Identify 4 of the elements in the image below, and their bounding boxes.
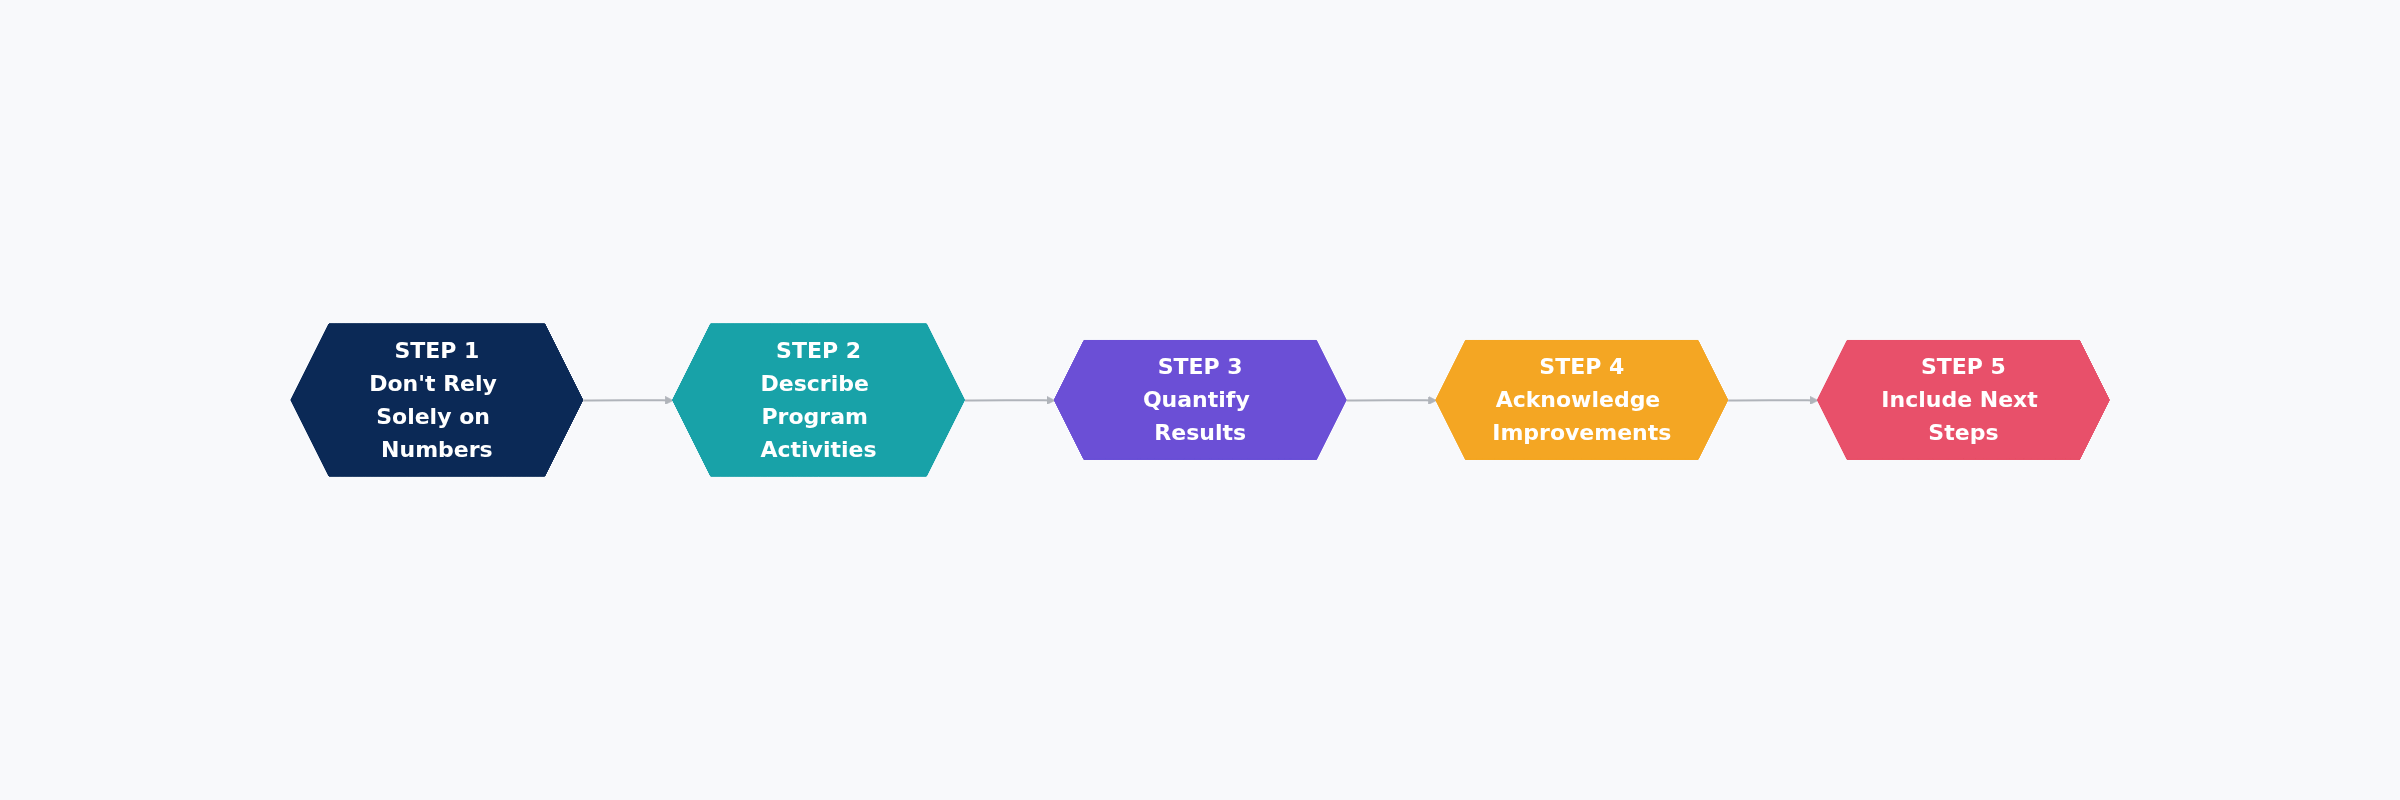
arrow [1345, 396, 1437, 405]
arrow [1726, 396, 1819, 405]
arrow [582, 396, 674, 405]
arrow [963, 396, 1056, 405]
